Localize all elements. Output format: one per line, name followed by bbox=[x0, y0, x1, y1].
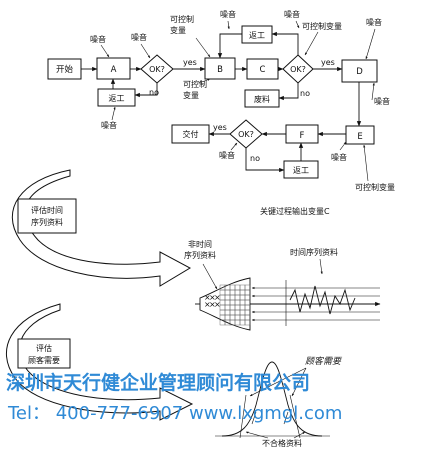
process-f-label: F bbox=[300, 131, 305, 141]
scrap-box bbox=[244, 89, 280, 108]
eval-time-series-label: 评估时间序列资料 bbox=[31, 205, 63, 227]
x-mark: × bbox=[209, 293, 216, 302]
non-time-series-label: 非时间序列资料 bbox=[184, 239, 216, 260]
noise-label: 噪音 bbox=[374, 96, 390, 106]
yes2-label: yes bbox=[321, 58, 335, 67]
noise-label: 噪音 bbox=[220, 9, 236, 19]
x-mark: × bbox=[214, 293, 221, 302]
upper-spec-line bbox=[289, 394, 301, 439]
eval-customer-label: 评估顾客需要 bbox=[28, 343, 60, 365]
rework3-label: 返工 bbox=[293, 166, 309, 175]
process-e-label: E bbox=[357, 132, 362, 142]
histogram-grid: ×××××× bbox=[195, 277, 251, 331]
noise-label: 噪音 bbox=[219, 150, 235, 160]
noise-label: 噪音 bbox=[331, 152, 347, 162]
no3-label: no bbox=[250, 154, 260, 163]
time-series-line bbox=[289, 285, 356, 315]
decision-ok3-label: OK? bbox=[238, 130, 254, 139]
feed-lines bbox=[251, 286, 380, 322]
rework1-box bbox=[97, 88, 136, 107]
x-mark: × bbox=[204, 300, 211, 309]
process-a-label: A bbox=[111, 65, 117, 75]
watermark-contact: Tel： 400-777-6907 www.lxgmgl.com bbox=[7, 403, 342, 424]
process-e-box bbox=[345, 125, 375, 145]
time-series-label: 时间序列资料 bbox=[290, 247, 338, 257]
noise-label: 噪音 bbox=[284, 9, 300, 19]
eval-time-series-box bbox=[17, 198, 77, 234]
scrap-label: 废料 bbox=[254, 94, 270, 104]
x-mark: × bbox=[209, 300, 216, 309]
rework2-label: 返工 bbox=[249, 31, 265, 40]
controllable-label: 可控制变量 bbox=[302, 21, 342, 31]
controllable-label: 可控制变量 bbox=[355, 182, 395, 192]
rework2-box bbox=[241, 25, 273, 44]
process-d-label: D bbox=[356, 67, 363, 77]
decision-ok1-label: OK? bbox=[149, 65, 165, 74]
eval-customer-box bbox=[17, 338, 71, 369]
controllable-top: 可控制变量 bbox=[170, 14, 194, 35]
controllable-bottom: 可控制变量 bbox=[183, 79, 207, 100]
decision-ok2-label: OK? bbox=[290, 65, 306, 74]
no2-label: no bbox=[300, 89, 310, 98]
process-b-label: B bbox=[217, 65, 223, 75]
nonconforming-label: 不合格资料 bbox=[262, 438, 302, 448]
yes3-label: yes bbox=[213, 123, 227, 132]
distribution-curve bbox=[221, 361, 323, 437]
deliver-label: 交付 bbox=[183, 129, 199, 139]
tail-mark bbox=[251, 411, 257, 425]
grid-cell bbox=[244, 319, 251, 326]
rework1-label: 返工 bbox=[109, 94, 125, 103]
deliver-box bbox=[171, 124, 210, 144]
process-c-label: C bbox=[260, 65, 266, 75]
start-label: 开始 bbox=[56, 64, 74, 75]
tail-mark bbox=[283, 411, 289, 425]
noise-label: 噪音 bbox=[131, 32, 147, 42]
noise-label: 噪音 bbox=[101, 120, 117, 130]
x-mark: × bbox=[204, 293, 211, 302]
noise-label: 噪音 bbox=[366, 17, 382, 27]
no1-label: no bbox=[149, 88, 159, 97]
lower-spec-line bbox=[239, 394, 247, 439]
noise-label: 噪音 bbox=[90, 34, 106, 44]
watermark-company: 深圳市天行健企业管理顾问有限公司 bbox=[6, 371, 310, 394]
x-mark: × bbox=[214, 300, 221, 309]
key-output-label: 关键过程输出变量C bbox=[260, 206, 330, 216]
yes1-label: yes bbox=[183, 58, 197, 67]
process-d-box bbox=[341, 59, 378, 83]
customer-need-label: 顾客需要 bbox=[305, 356, 343, 367]
